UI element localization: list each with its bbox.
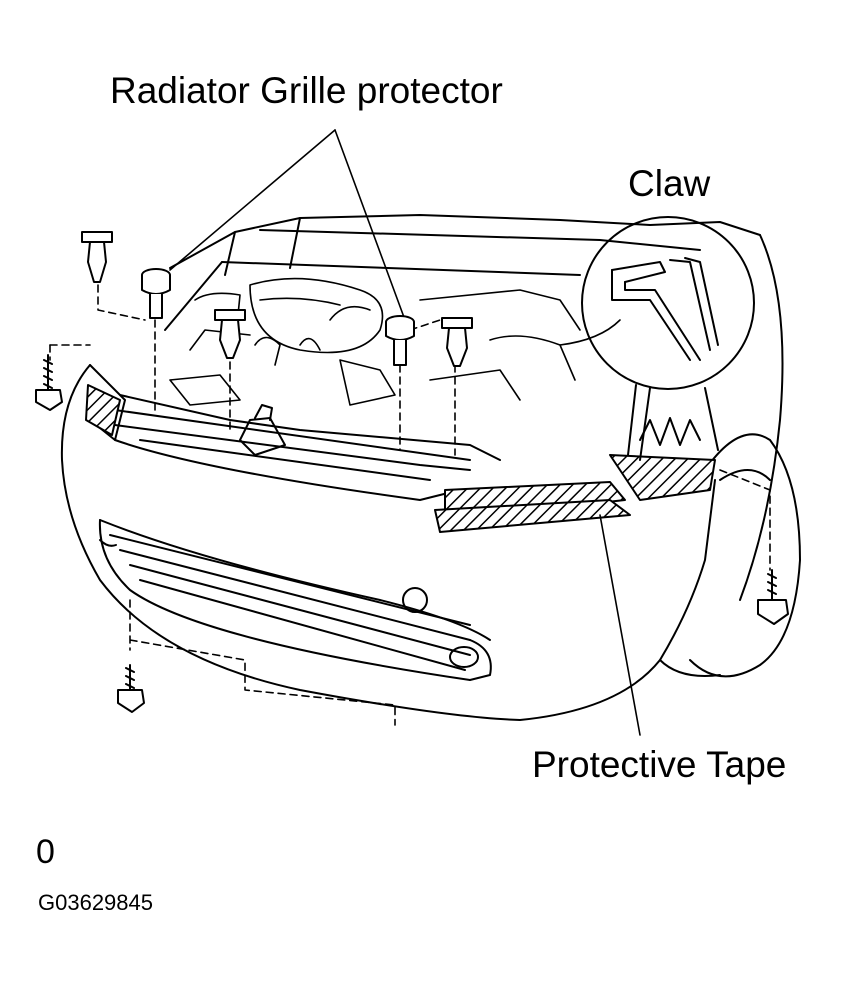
- page-marker: 0: [36, 833, 55, 871]
- fastener-guides: [49, 284, 771, 726]
- front-bumper: [60, 364, 716, 721]
- push-clip-icon: [441, 317, 473, 367]
- bolt-icon: [35, 354, 63, 411]
- claw-label: Claw: [628, 163, 711, 204]
- bolt-icon: [757, 569, 789, 625]
- push-clip-icon: [81, 231, 113, 283]
- bolt-icon: [117, 664, 145, 713]
- wheel-fender: [659, 433, 801, 678]
- radiator-support: [114, 394, 501, 481]
- engine-bay: [169, 277, 621, 406]
- protective-tape: [85, 384, 716, 533]
- figure-code: G03629845: [38, 890, 153, 915]
- screw-clip-icon: [385, 315, 415, 366]
- push-clip-icon: [214, 309, 246, 359]
- claw-detail-callout: [581, 216, 755, 461]
- leader-lines: [169, 129, 641, 736]
- protective-tape-label: Protective Tape: [532, 744, 787, 785]
- radiator-grille-protector-label: Radiator Grille protector: [110, 70, 503, 111]
- screw-clip-icon: [141, 268, 171, 319]
- car-body-outline: [164, 214, 784, 601]
